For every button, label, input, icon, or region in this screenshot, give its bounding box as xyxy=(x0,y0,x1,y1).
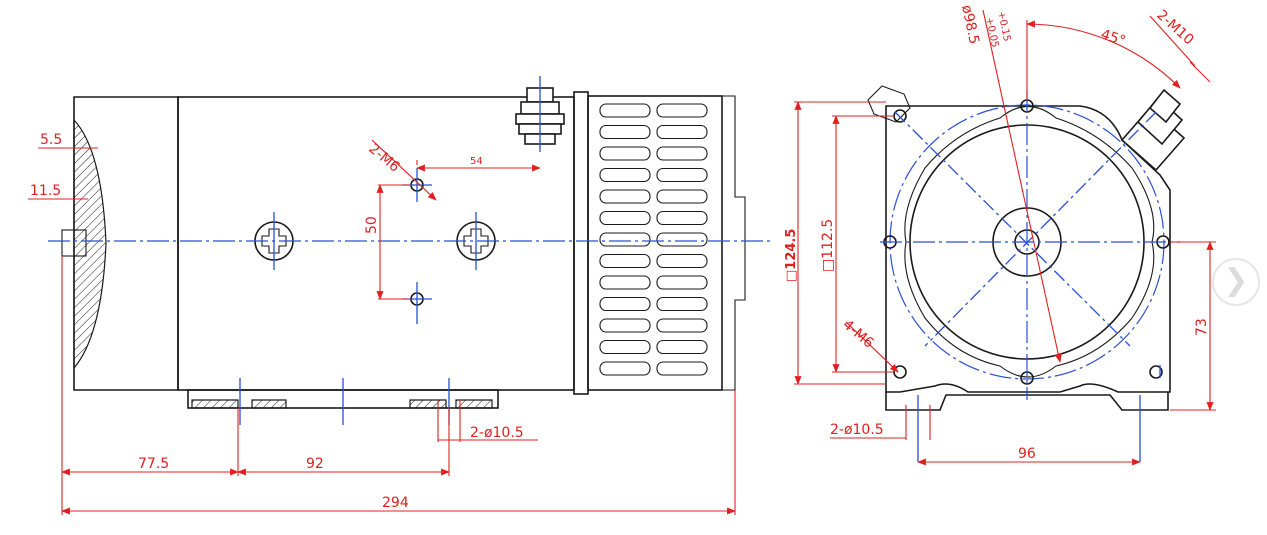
dim-5-5: 5.5 xyxy=(40,132,62,148)
side-view: 5.5 11.5 2-M6 54 50 2-ø10.5 77.5 92 294 xyxy=(28,76,770,515)
vent-slot xyxy=(656,339,708,355)
dim-phi-98-5: ø98.5 xyxy=(958,4,982,46)
dim-2-phi-10-5-end: 2-ø10.5 xyxy=(830,422,884,438)
vent-slot xyxy=(656,361,708,376)
dim-50: 50 xyxy=(364,216,380,234)
vent-slot xyxy=(599,296,651,312)
vent-slot xyxy=(599,361,651,376)
vented-end-housing xyxy=(573,91,589,395)
dim-73: 73 xyxy=(1194,318,1210,336)
dim-45-deg: 45° xyxy=(1099,27,1128,50)
vent-slot xyxy=(599,339,651,355)
dim-96: 96 xyxy=(1018,446,1036,462)
dim-77-5: 77.5 xyxy=(138,456,169,472)
vent-slot xyxy=(656,210,708,226)
next-arrow-button[interactable]: ❯ xyxy=(1212,258,1260,306)
dim-92: 92 xyxy=(306,456,324,472)
vent-slot xyxy=(656,103,708,118)
vent-slot xyxy=(656,318,708,333)
vent-slots xyxy=(599,103,708,376)
dim-294: 294 xyxy=(382,495,409,511)
vent-slot xyxy=(656,232,708,247)
dim-54: 54 xyxy=(470,156,483,167)
end-view: ø98.5 +0.15 +0.05 45° 2-M10 □124.5 □112.… xyxy=(784,4,1216,466)
vent-slot xyxy=(599,167,651,183)
vent-slot xyxy=(656,275,708,290)
vent-slot xyxy=(599,275,651,290)
dim-2-phi-10-5-side: 2-ø10.5 xyxy=(470,425,524,441)
vent-slot xyxy=(656,189,708,204)
dim-2-m6: 2-M6 xyxy=(365,141,402,176)
vent-slot xyxy=(656,253,708,269)
vent-slot xyxy=(599,146,651,161)
vent-slot xyxy=(599,318,651,333)
vent-slot xyxy=(599,124,651,140)
vent-slot xyxy=(656,296,708,312)
vent-slot xyxy=(656,146,708,161)
dim-sq-124-5: □124.5 xyxy=(784,229,799,282)
terminal-stud-end xyxy=(1120,88,1186,172)
chevron-right-icon: ❯ xyxy=(1223,263,1249,298)
vent-slot xyxy=(599,253,651,269)
vent-slot xyxy=(599,103,651,118)
end-cap-section-hatch xyxy=(73,118,107,370)
dim-sq-112-5: □112.5 xyxy=(820,219,836,272)
dim-11-5: 11.5 xyxy=(30,183,61,199)
vent-slot xyxy=(656,124,708,140)
vent-slot xyxy=(656,167,708,183)
vent-slot xyxy=(599,189,651,204)
vent-slot xyxy=(599,232,651,247)
vent-slot xyxy=(599,210,651,226)
